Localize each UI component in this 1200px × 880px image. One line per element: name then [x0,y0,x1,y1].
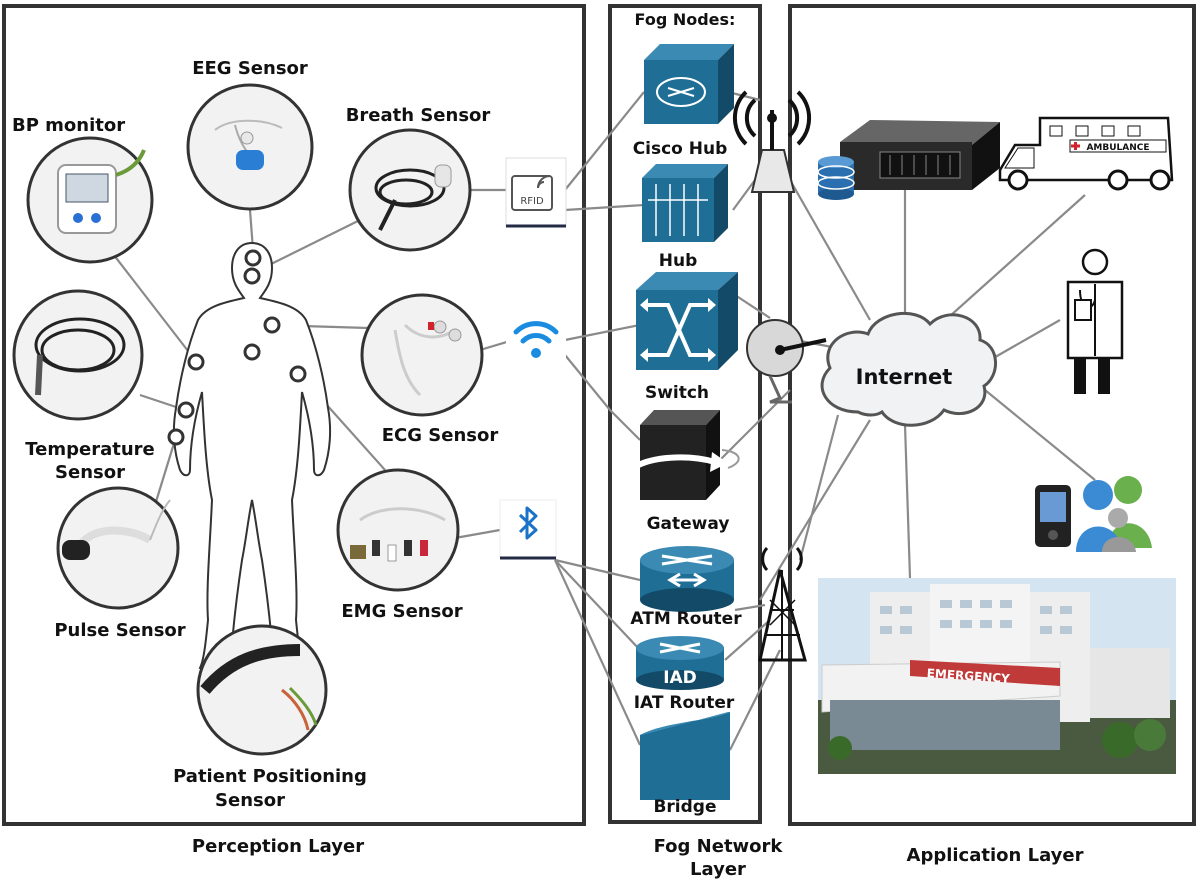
atm-router-label: ATM Router [630,609,742,629]
switch-label: Switch [645,383,709,403]
iat-router-icon: IAD [636,636,724,690]
emergency-sign-text: EMERGENCY [926,666,1010,686]
fog-nodes-title: Fog Nodes: [635,10,736,29]
perception-layer-caption: Perception Layer [192,836,364,857]
bridge-icon [640,712,730,800]
pulse-sensor-label: Pulse Sensor [54,620,185,641]
internet-label: Internet [856,365,953,389]
patient-positioning-sensor-label-line1: Patient Positioning [173,766,367,787]
cisco-hub-label: Cisco Hub [633,139,728,159]
users-group-icon [1076,476,1152,552]
emg-sensor-label: EMG Sensor [341,601,462,622]
server-rack-icon [840,120,1000,190]
doctor-icon [1066,248,1124,394]
satellite-dish-icon [746,319,827,404]
switch-icon [636,272,738,370]
mobile-phone-icon [1035,485,1071,547]
pulse-sensor-image [56,486,180,610]
hub-label: Hub [659,251,698,271]
database-icon [817,156,855,200]
bp-monitor-image [26,136,154,264]
gateway-label: Gateway [647,514,730,534]
iad-badge-text: IAD [663,668,697,688]
temperature-sensor-label-line2: Sensor [55,462,125,483]
ecg-sensor-label: ECG Sensor [382,425,499,446]
cell-tower-icon [758,546,807,662]
bp-monitor-label: BP monitor [12,115,125,136]
iat-router-label: IAT Router [634,693,735,713]
temperature-sensor-image [12,289,144,421]
fog-network-layer-caption-line2: Layer [690,859,746,880]
bridge-label: Bridge [653,797,716,817]
atm-router-icon [640,546,734,612]
application-layer-caption: Application Layer [907,845,1084,866]
ambulance-text: AMBULANCE [1086,143,1149,153]
rfid-text: RFID [520,196,544,207]
hospital-image: EMERGENCY [818,578,1176,774]
cisco-hub-icon [644,44,734,124]
rfid-icon: RFID [505,157,567,228]
wifi-icon [506,308,566,370]
bluetooth-icon [499,499,557,560]
body-sensor-points [167,249,307,446]
emg-sensor-image [336,468,460,592]
breath-sensor-image [348,128,472,252]
internet-cloud-icon [820,311,997,427]
eeg-sensor-label: EEG Sensor [192,58,308,79]
gateway-icon [628,410,740,500]
patient-positioning-sensor-image [196,624,328,756]
patient-positioning-sensor-label-line2: Sensor [215,790,285,811]
hub-icon [642,164,728,242]
fog-network-layer-caption-line1: Fog Network [654,836,784,857]
wireless-antenna-icon [732,90,812,193]
temperature-sensor-label-line1: Temperature [25,439,154,460]
ambulance-icon: AMBULANCE [998,116,1174,191]
ecg-sensor-image [360,293,484,417]
eeg-sensor-image [186,83,314,211]
breath-sensor-label: Breath Sensor [346,105,491,126]
